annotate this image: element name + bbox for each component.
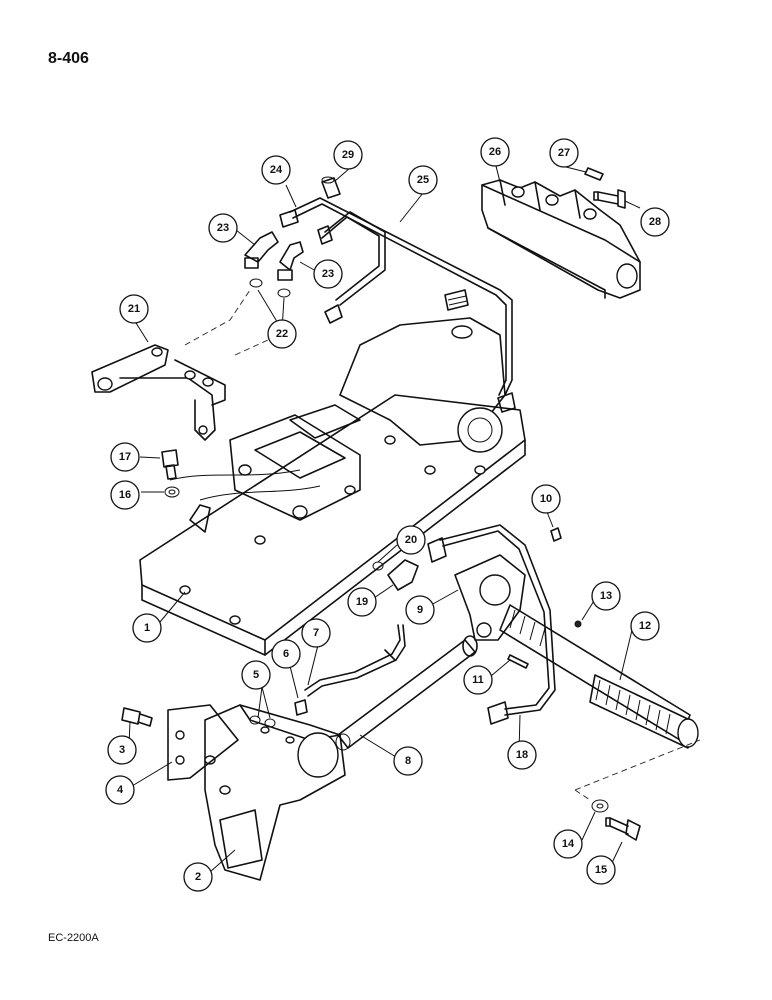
callout-27: 27 xyxy=(549,138,579,168)
callout-label: 16 xyxy=(119,489,131,501)
callout-21: 21 xyxy=(119,294,149,324)
valve-bracket xyxy=(91,344,226,441)
callout-18: 18 xyxy=(507,740,537,770)
callout-10: 10 xyxy=(531,484,561,514)
callout-23a: 23 xyxy=(208,213,238,243)
callout-23b: 23 xyxy=(313,259,343,289)
callout-label: 9 xyxy=(417,604,423,616)
figure-code: EC-2200A xyxy=(48,932,99,944)
callout-label: 28 xyxy=(649,216,661,228)
callout-label: 27 xyxy=(558,147,570,159)
valve-mounting-bracket xyxy=(167,704,239,781)
callout-5: 5 xyxy=(241,660,271,690)
hydraulic-pipes xyxy=(279,197,516,413)
callout-label: 1 xyxy=(144,622,150,634)
callout-label: 20 xyxy=(405,534,417,546)
callout-7: 7 xyxy=(301,618,331,648)
callout-15: 15 xyxy=(586,855,616,885)
callout-11: 11 xyxy=(463,665,493,695)
callout-label: 3 xyxy=(119,744,125,756)
callout-label: 5 xyxy=(253,669,259,681)
connecting-rod xyxy=(335,635,478,751)
rockshaft xyxy=(499,604,699,749)
callout-2: 2 xyxy=(183,862,213,892)
callout-19: 19 xyxy=(347,587,377,617)
cover-bolt xyxy=(161,449,179,480)
shaft-washer xyxy=(591,799,609,813)
callout-label: 21 xyxy=(128,303,140,315)
callout-label: 8 xyxy=(405,755,411,767)
callout-26: 26 xyxy=(480,137,510,167)
roll-pin xyxy=(584,167,604,181)
callout-1: 1 xyxy=(132,613,162,643)
detent-ball xyxy=(574,620,582,628)
callout-9: 9 xyxy=(405,595,435,625)
callout-label: 6 xyxy=(283,648,289,660)
rockshaft-support xyxy=(481,179,641,299)
callout-label: 25 xyxy=(417,174,429,186)
callout-6: 6 xyxy=(271,639,301,669)
callout-29: 29 xyxy=(333,140,363,170)
callout-20: 20 xyxy=(396,525,426,555)
callout-label: 29 xyxy=(342,149,354,161)
callout-label: 13 xyxy=(600,590,612,602)
pipe-elbow xyxy=(372,559,419,591)
lift-housing-cover xyxy=(139,289,526,656)
callout-8: 8 xyxy=(393,746,423,776)
callout-label: 7 xyxy=(313,627,319,639)
callout-14: 14 xyxy=(553,829,583,859)
shaft-bolt xyxy=(605,817,641,841)
control-valve xyxy=(204,704,346,881)
callout-22: 22 xyxy=(267,319,297,349)
callout-label: 22 xyxy=(276,328,288,340)
leader-lines xyxy=(128,165,641,873)
page-number: 8-406 xyxy=(48,50,89,67)
callout-label: 12 xyxy=(639,620,651,632)
callout-16: 16 xyxy=(110,480,140,510)
callout-12: 12 xyxy=(630,611,660,641)
rod-fitting xyxy=(294,699,308,716)
callout-label: 2 xyxy=(195,871,201,883)
callout-label: 15 xyxy=(595,864,607,876)
callout-label: 19 xyxy=(356,596,368,608)
callout-label: 17 xyxy=(119,451,131,463)
callout-4: 4 xyxy=(105,775,135,805)
callout-label: 14 xyxy=(562,838,575,850)
callout-13: 13 xyxy=(591,581,621,611)
support-bolt xyxy=(593,189,626,209)
lift-arm xyxy=(454,554,526,641)
callout-label: 4 xyxy=(117,784,124,796)
callout-24: 24 xyxy=(261,155,291,185)
callout-17: 17 xyxy=(110,442,140,472)
callout-label: 10 xyxy=(540,493,552,505)
callout-label: 18 xyxy=(516,749,528,761)
callout-25: 25 xyxy=(408,165,438,195)
callout-label: 23 xyxy=(217,222,229,234)
callout-3: 3 xyxy=(107,735,137,765)
return-pipe xyxy=(427,524,556,725)
hex-nuts xyxy=(249,715,276,728)
bracket-bolt xyxy=(121,707,153,727)
sleeve xyxy=(321,176,341,199)
elbow-fittings xyxy=(244,231,304,281)
control-rod xyxy=(304,624,406,697)
callout-label: 11 xyxy=(472,674,484,686)
o-rings xyxy=(249,278,291,298)
plug xyxy=(550,527,562,542)
callout-label: 24 xyxy=(270,164,283,176)
callout-label: 26 xyxy=(489,146,501,158)
callout-label: 23 xyxy=(322,268,334,280)
shaft-key xyxy=(507,654,529,669)
cover-washer xyxy=(164,486,180,498)
callout-28: 28 xyxy=(640,207,670,237)
